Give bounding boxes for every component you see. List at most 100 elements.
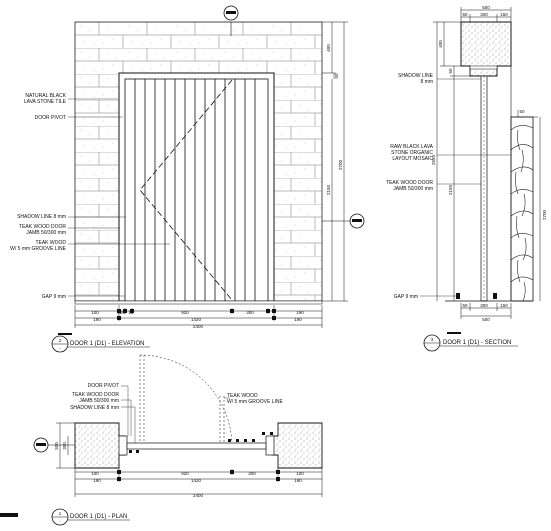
- section-title: [423, 332, 518, 352]
- label-door-pivot: DOOR PIVOT: [35, 115, 66, 121]
- section-dim-2700: 2700: [542, 209, 547, 220]
- section-top-dims: [460, 7, 512, 22]
- elevation-title: [51, 333, 150, 353]
- label-stone-tile-2: LAVA STONE TILE: [24, 99, 67, 105]
- label-door-jamb-1: TEAK WOOD DOOR: [19, 224, 66, 230]
- plan-wall-right: [271, 422, 323, 469]
- dim-920: 920: [181, 310, 189, 315]
- elevation-labels: [68, 98, 170, 297]
- section-dim-400: 400: [438, 40, 443, 48]
- plan-markers: [129, 432, 273, 453]
- section-labels: [420, 78, 511, 297]
- section-dim-bot-150: 150: [500, 303, 508, 308]
- dim-100-right: 190: [296, 310, 304, 315]
- plan-label-groove-2: W/ 5 mm GROOVE LINE: [227, 399, 284, 405]
- plan-dim-100-left: 100: [91, 471, 99, 476]
- plan-label-jamb-2: JAMB 50/300 mm: [79, 398, 119, 404]
- dim-top-50: 50: [334, 73, 339, 79]
- plan-dim-500: 500: [54, 442, 59, 450]
- section-marker-top[interactable]: [223, 5, 239, 36]
- section-dim-top-150: 150: [500, 12, 508, 17]
- plan-door-leaf: [126, 442, 267, 450]
- elevation-title-num: 2: [59, 338, 62, 343]
- section-dim-bot-500: 500: [482, 317, 490, 322]
- section-right-dims: [511, 110, 541, 301]
- section-label-lava-3: LAYOUT MOSAIC: [392, 156, 433, 162]
- section-marker-right[interactable]: [322, 213, 365, 229]
- door-slats: [134, 79, 256, 301]
- swing-indicator: [139, 79, 233, 301]
- section-label-shadow-2: 8 mm: [421, 79, 434, 85]
- plan-label-shadow: SHADOW LINE 8 mm: [70, 405, 119, 411]
- plan-label-groove-1: TEAK WOOD: [227, 393, 258, 399]
- plan-dim-1420: 1420: [191, 478, 202, 483]
- section-dim-2650: 2650: [431, 154, 436, 165]
- mosaic-pattern: [510, 125, 534, 302]
- elevation-ticks: [117, 309, 276, 320]
- plan-label-jamb-1: TEAK WOOD DOOR: [72, 392, 119, 398]
- plan-section-marker[interactable]: [33, 437, 75, 453]
- dim-1420: 1420: [191, 317, 202, 322]
- plan-vertical-dims: [56, 422, 75, 469]
- section-dim-50: 50: [448, 68, 453, 74]
- floor-gap: [74, 300, 323, 305]
- plan-dim-2400: 2400: [193, 493, 204, 498]
- plan-ticks: [117, 470, 280, 481]
- dim-100-left: 100: [91, 310, 99, 315]
- elevation-title-text: DOOR 1 (D1) - ELEVATION: [70, 341, 144, 347]
- section-bottom-dims: [460, 303, 512, 319]
- section-label-jamb-1: TEAK WOOD DOOR: [386, 180, 433, 186]
- section-dim-bot-300: 300: [480, 303, 488, 308]
- plan-dim-300: 300: [248, 471, 256, 476]
- plan-jamb-left: [118, 435, 128, 456]
- section-dim-2150: 2150: [448, 184, 453, 195]
- dim-50: 50: [128, 310, 134, 315]
- dim-2700: 2700: [338, 159, 343, 170]
- section-label-lava-2: STONE ORGANIC: [391, 150, 433, 156]
- label-shadow-line: SHADOW LINE 8 mm: [17, 214, 66, 220]
- section-dim-top-50: 50: [462, 12, 468, 17]
- section-label-shadow-1: SHADOW LINE: [398, 73, 434, 79]
- plan-labels: [121, 385, 230, 443]
- section-view: 500 50 300 150 400 50 2650 2150 50 2700: [386, 5, 547, 352]
- label-groove-1: TEAK WOOD: [35, 240, 66, 246]
- section-label-lava-1: RAW BLACK LAVA: [390, 144, 433, 150]
- dim-120: 120: [117, 310, 125, 315]
- section-title-text: DOOR 1 (D1) - SECTION: [443, 340, 511, 346]
- label-groove-2: W/ 5 mm GROOVE LINE: [10, 246, 67, 252]
- plan-dim-920: 920: [181, 471, 189, 476]
- plan-title: [0, 508, 130, 526]
- dim-190-right: 190: [294, 317, 302, 322]
- plan-dim-190-right: 190: [294, 478, 302, 483]
- section-title-num: 3: [431, 337, 434, 342]
- label-door-jamb-2: JAMB 50/300 mm: [26, 230, 66, 236]
- section-dim-right-50: 50: [519, 109, 525, 114]
- dim-190-left: 190: [93, 317, 101, 322]
- elevation-vertical-dims: [322, 21, 348, 302]
- section-dim-top-500: 500: [482, 5, 490, 10]
- plan-wall-left: [74, 422, 126, 469]
- plan-title-num: 1: [59, 511, 62, 516]
- plan-jamb-right: [265, 435, 275, 456]
- plan-door-swing: [139, 354, 233, 444]
- section-label-gap: GAP 9 mm: [394, 294, 418, 300]
- dim-300: 300: [246, 310, 254, 315]
- section-title-sub: -: [431, 345, 433, 350]
- plan-dim-300: 300: [62, 442, 67, 450]
- section-label-jamb-2: JAMB 50/300 mm: [393, 186, 433, 192]
- plan-dim-100-right: 100: [296, 471, 304, 476]
- dim-top-400: 400: [326, 44, 331, 52]
- section-vertical-dims: [433, 21, 481, 301]
- section-dim-bot-50: 50: [462, 303, 468, 308]
- elevation-title-sub: -: [59, 346, 61, 351]
